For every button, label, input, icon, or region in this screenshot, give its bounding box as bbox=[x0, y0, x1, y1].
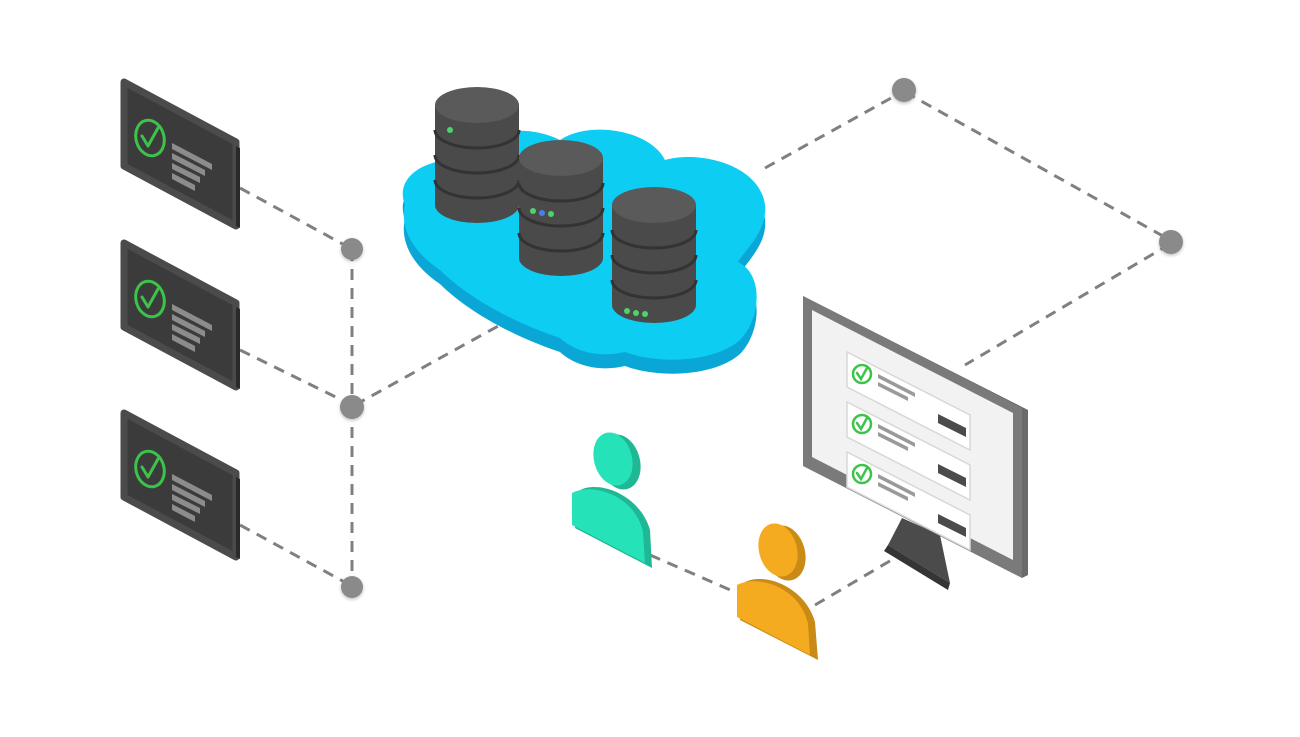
network-node-icon bbox=[892, 78, 916, 102]
monitor-row bbox=[846, 400, 971, 502]
status-led bbox=[548, 211, 554, 217]
tablet-device-icon bbox=[120, 239, 240, 391]
status-led bbox=[624, 308, 630, 314]
monitor-row bbox=[846, 450, 971, 552]
status-led bbox=[633, 310, 639, 316]
network-node-icon bbox=[340, 395, 364, 419]
desktop-monitor-icon bbox=[803, 296, 1028, 590]
status-led bbox=[539, 210, 545, 216]
client-devices bbox=[120, 78, 240, 561]
check-circle-icon bbox=[851, 463, 873, 485]
user-icon bbox=[737, 523, 818, 660]
network-node-icon bbox=[341, 576, 363, 598]
tablet-device-icon bbox=[120, 409, 240, 561]
status-led bbox=[642, 311, 648, 317]
connector-line bbox=[239, 348, 353, 407]
database-server-icon bbox=[610, 187, 698, 323]
connector-lines bbox=[239, 90, 1171, 607]
network-node-icon bbox=[341, 238, 363, 260]
connector-line bbox=[964, 242, 1171, 367]
user-icon bbox=[572, 432, 652, 568]
connector-line bbox=[904, 90, 1171, 242]
check-circle-icon bbox=[851, 363, 873, 385]
connector-line bbox=[814, 553, 901, 607]
users bbox=[572, 432, 818, 660]
status-led bbox=[530, 208, 536, 214]
network-nodes bbox=[340, 78, 1183, 598]
connector-line bbox=[239, 523, 351, 587]
check-circle-icon bbox=[851, 413, 873, 435]
database-servers bbox=[433, 87, 698, 323]
database-server-icon bbox=[517, 140, 605, 276]
connector-line bbox=[764, 90, 903, 170]
monitor-row bbox=[846, 350, 971, 452]
tablet-device-icon bbox=[120, 78, 240, 230]
text-lines-icon bbox=[172, 304, 212, 352]
monitor-rows bbox=[846, 350, 971, 552]
monitor-stand bbox=[888, 518, 950, 583]
text-lines-icon bbox=[172, 143, 212, 191]
connector-line bbox=[354, 323, 501, 407]
check-circle-icon bbox=[134, 279, 166, 319]
database-server-icon bbox=[433, 87, 521, 223]
network-node-icon bbox=[1159, 230, 1183, 254]
check-circle-icon bbox=[134, 449, 166, 489]
check-circle-icon bbox=[134, 118, 166, 158]
text-lines-icon bbox=[172, 474, 212, 522]
connector-line bbox=[649, 553, 736, 594]
connector-line bbox=[239, 186, 351, 250]
status-led bbox=[447, 127, 453, 133]
